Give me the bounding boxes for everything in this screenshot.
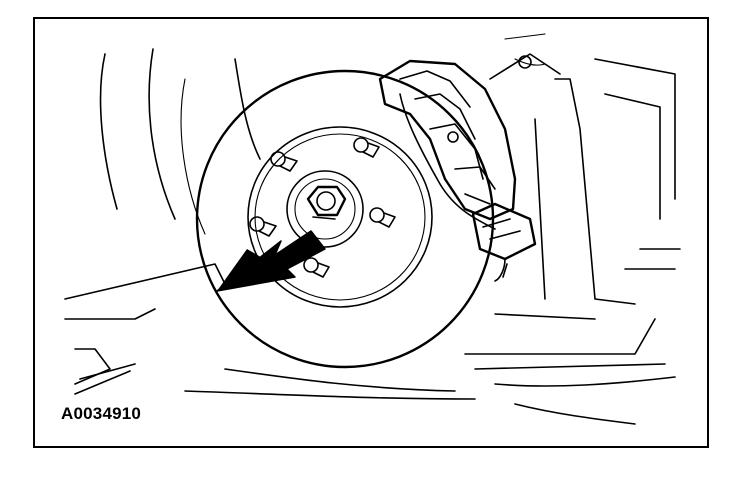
pointer-arrow (216, 230, 326, 292)
wheel-stud (303, 257, 330, 278)
wheel-studs (249, 137, 396, 278)
wheel-stud (353, 137, 380, 158)
figure-id-label: A0034910 (61, 404, 142, 423)
wheel-stud (249, 216, 277, 237)
brake-rotor-illustration (64, 33, 681, 425)
brake-rotor (195, 69, 495, 369)
wheel-stud (270, 151, 298, 172)
background-body-outlines (64, 33, 681, 425)
brake-caliper (378, 59, 537, 282)
hub-nut (306, 185, 347, 217)
wheel-stud (369, 207, 396, 228)
figure-frame: A0034910 (33, 17, 709, 448)
brake-hose-fitting (471, 202, 537, 261)
wheel-hub (286, 170, 364, 248)
